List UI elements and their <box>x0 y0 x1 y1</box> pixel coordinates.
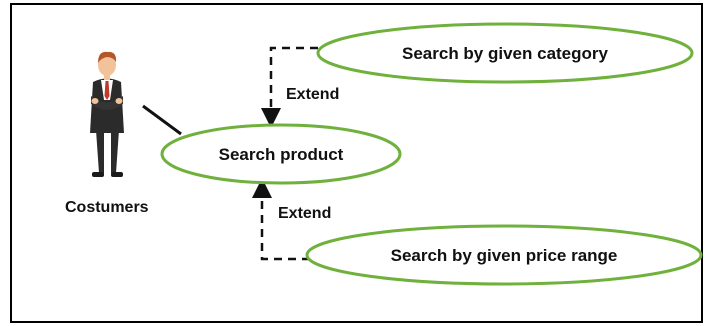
extend-connector-bottom <box>252 178 310 261</box>
use-case-category-ellipse <box>316 22 694 84</box>
extend-connector-top <box>261 46 318 128</box>
diagram-frame <box>10 3 703 323</box>
use-case-price-ellipse <box>305 224 703 286</box>
use-case-search-product-label: Search product <box>219 145 344 164</box>
extend-label-bottom: Extend <box>278 205 331 222</box>
extend-label-top: Extend <box>286 86 339 103</box>
use-case-price-label: Search by given price range <box>391 246 618 265</box>
actor-label: Costumers <box>65 199 149 216</box>
use-case-search-product-ellipse <box>160 123 402 185</box>
use-case-category-label: Search by given category <box>402 44 609 63</box>
actor-association-line <box>142 104 182 136</box>
businessman-icon <box>90 51 124 177</box>
